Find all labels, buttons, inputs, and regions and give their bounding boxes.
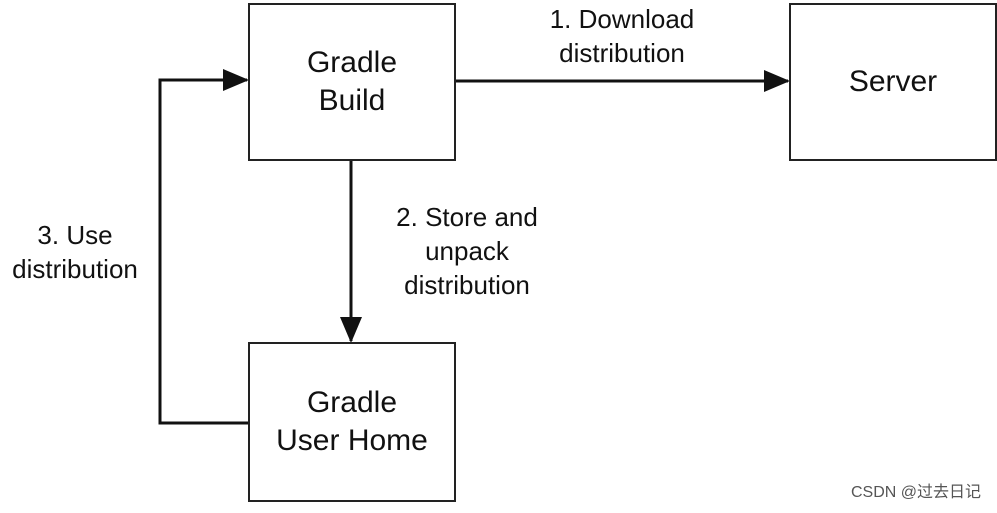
use-edge-label: 3. Use distribution <box>0 218 150 286</box>
download-label-line2: distribution <box>559 38 685 68</box>
csdn-watermark: CSDN @过去日记 <box>850 484 981 501</box>
download-edge-label: 1. Download distribution <box>538 2 706 70</box>
store-label-line1: 2. Store and <box>396 202 538 232</box>
gradle-user-home-line1: Gradle <box>306 386 398 419</box>
store-edge-label: 2. Store and unpack distribution <box>383 200 551 302</box>
download-label-line1: 1. Download <box>549 4 695 34</box>
use-arrow <box>158 69 249 425</box>
gradle-build-line2: Build <box>318 84 386 117</box>
use-label-line1: 3. Use <box>37 220 113 250</box>
store-label-line2: unpack <box>425 236 509 266</box>
server-label: Server <box>848 65 938 98</box>
store-label-line3: distribution <box>404 270 530 300</box>
gradle-user-home-node: Gradle User Home <box>248 342 456 502</box>
use-label-line2: distribution <box>12 254 138 284</box>
gradle-build-line1: Gradle <box>306 46 398 79</box>
gradle-build-node: Gradle Build <box>248 3 456 161</box>
server-node: Server <box>789 3 997 161</box>
gradle-user-home-line2: User Home <box>276 424 428 457</box>
